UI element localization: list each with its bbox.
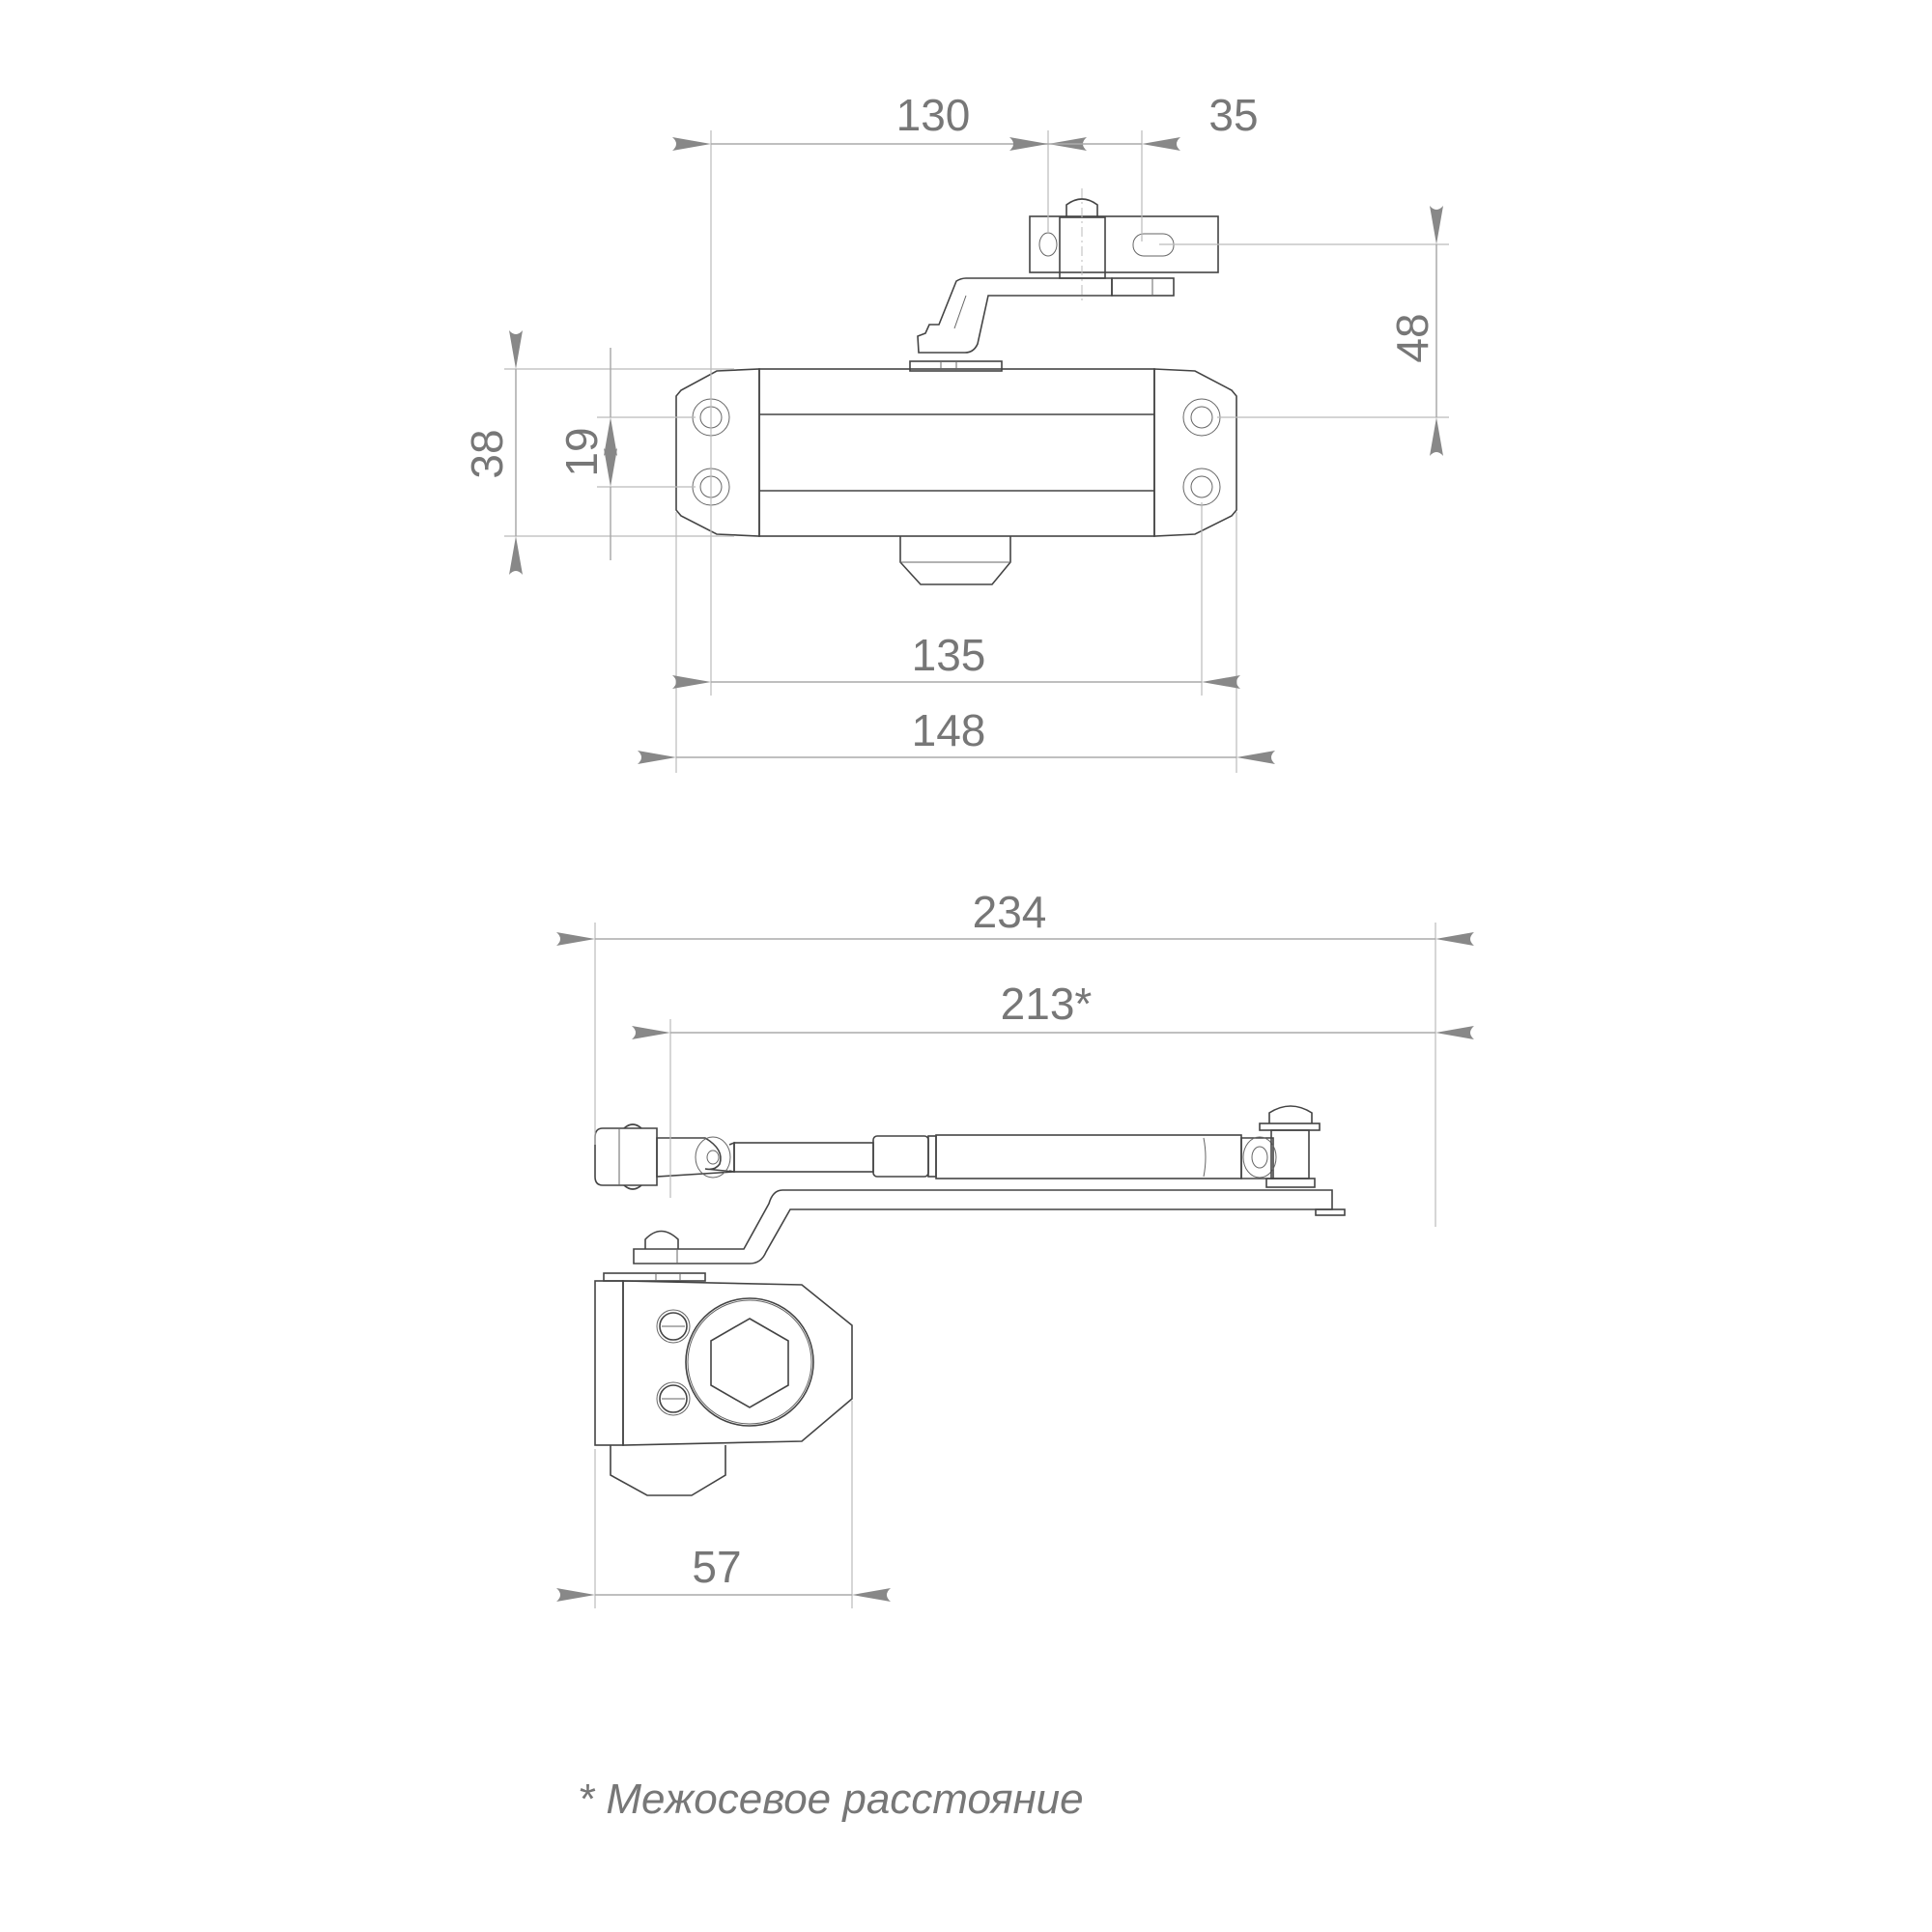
dim-48: 48 [1387, 313, 1437, 362]
link-rod [594, 1105, 1321, 1190]
dim-19: 19 [556, 427, 607, 476]
footnote-axis-distance: * Межосевое расстояние [578, 1776, 1084, 1823]
dim-234: 234 [973, 887, 1047, 937]
dim-38: 38 [462, 429, 512, 478]
dim-35: 35 [1208, 90, 1258, 140]
side-view: 234 213* 57 [556, 887, 1474, 1608]
top-view-dimensions: 130 35 48 38 19 135 148 [462, 90, 1449, 773]
closer-body-top [675, 368, 1237, 585]
closer-body-side [594, 1272, 853, 1496]
side-view-dimensions: 234 213* 57 [556, 887, 1474, 1608]
top-view: 130 35 48 38 19 135 148 [462, 90, 1449, 773]
main-arm-side [633, 1189, 1346, 1264]
dim-135: 135 [912, 630, 986, 680]
dim-130: 130 [896, 90, 971, 140]
dim-148: 148 [912, 705, 986, 755]
dim-57: 57 [692, 1542, 741, 1592]
dim-213: 213* [1001, 979, 1093, 1029]
arm-top [909, 188, 1219, 372]
